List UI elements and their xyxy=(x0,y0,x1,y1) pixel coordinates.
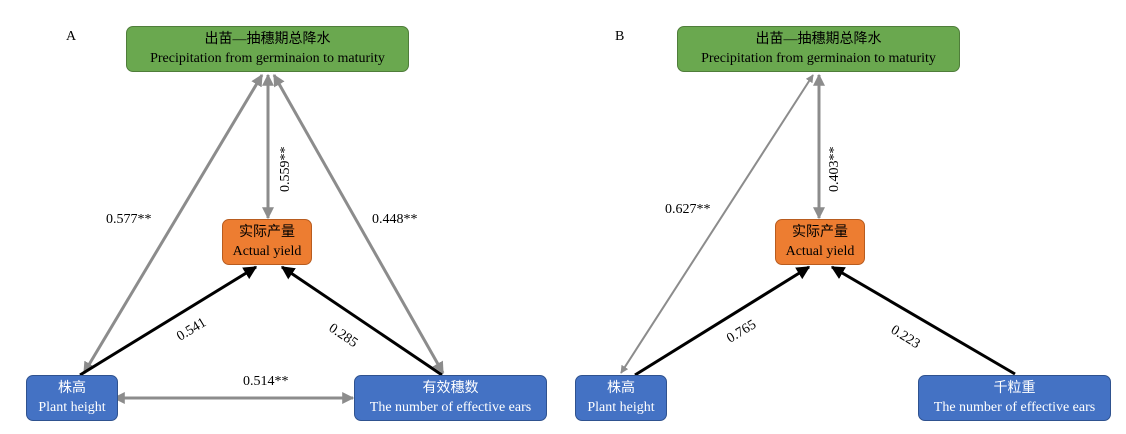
precipitation-label-zh: 出苗—抽穗期总降水 xyxy=(204,32,331,47)
coef-precip-effective-ears: 0.448** xyxy=(372,212,418,227)
actual-yield-label-zh: 实际产量 xyxy=(239,225,295,240)
precipitation-label-en: Precipitation from germinaion to maturit… xyxy=(701,51,936,66)
panel-b: 0.627** 0.403** 0.765 0.223 B 出苗—抽穗期总降水 … xyxy=(563,0,1126,434)
arrow-precip-plant-height xyxy=(620,74,814,374)
coef-effective-ears-yield: 0.285 xyxy=(326,321,361,351)
arrow-effective-ears-yield xyxy=(280,265,443,377)
effective-ears-label-zh: 有效穗数 xyxy=(422,381,479,396)
coef-precip-plant-height: 0.627** xyxy=(665,202,711,217)
precipitation-label-en: Precipitation from germinaion to maturit… xyxy=(150,51,385,66)
coef-thousand-grain-yield: 0.223 xyxy=(888,323,923,352)
arrow-precip-plant-height xyxy=(82,73,264,375)
effective-ears-node: 有效穗数 The number of effective ears xyxy=(354,375,547,421)
actual-yield-label-en: Actual yield xyxy=(232,244,302,259)
actual-yield-label-en: Actual yield xyxy=(785,244,855,259)
plant-height-node: 株高 Plant height xyxy=(575,375,667,421)
panel-label: A xyxy=(66,29,77,44)
actual-yield-label-zh: 实际产量 xyxy=(792,225,848,240)
arrow-plant-height-yield xyxy=(634,265,811,377)
coef-plant-height-yield: 0.541 xyxy=(174,315,209,344)
plant-height-label-en: Plant height xyxy=(38,400,106,415)
coef-precip-plant-height: 0.577** xyxy=(106,212,152,227)
panel-b-arrows: 0.627** 0.403** 0.765 0.223 xyxy=(620,73,1016,377)
thousand-grain-weight-label-zh: 千粒重 xyxy=(993,381,1036,396)
plant-height-label-zh: 株高 xyxy=(607,381,635,396)
coef-plant-height-yield: 0.765 xyxy=(724,317,759,346)
actual-yield-node: 实际产量 Actual yield xyxy=(775,219,865,265)
coef-precip-yield: 0.403** xyxy=(827,147,842,193)
arrow-plant-height-yield xyxy=(79,265,258,377)
precipitation-node: 出苗—抽穗期总降水 Precipitation from germinaion … xyxy=(677,26,960,72)
precipitation-label-zh: 出苗—抽穗期总降水 xyxy=(755,32,882,47)
plant-height-label-zh: 株高 xyxy=(58,381,86,396)
precipitation-node: 出苗—抽穗期总降水 Precipitation from germinaion … xyxy=(126,26,409,72)
plant-height-node: 株高 Plant height xyxy=(26,375,118,421)
arrow-precip-effective-ears xyxy=(272,73,445,375)
coef-plant-height-effective-ears: 0.514** xyxy=(243,374,289,389)
thousand-grain-weight-node: 千粒重 The number of effective ears xyxy=(918,375,1111,421)
effective-ears-label-en: The number of effective ears xyxy=(369,400,532,415)
actual-yield-node: 实际产量 Actual yield xyxy=(222,219,312,265)
panel-a: 0.577** 0.559** 0.448** 0.541 0.285 0.51… xyxy=(26,26,547,421)
panel-a-arrows: 0.577** 0.559** 0.448** 0.541 0.285 0.51… xyxy=(79,73,445,404)
thousand-grain-weight-label-en: The number of effective ears xyxy=(933,400,1096,415)
coef-precip-yield: 0.559** xyxy=(278,147,293,193)
plant-height-label-en: Plant height xyxy=(587,400,655,415)
arrow-thousand-grain-yield xyxy=(830,265,1016,376)
panel-label: B xyxy=(615,29,625,44)
